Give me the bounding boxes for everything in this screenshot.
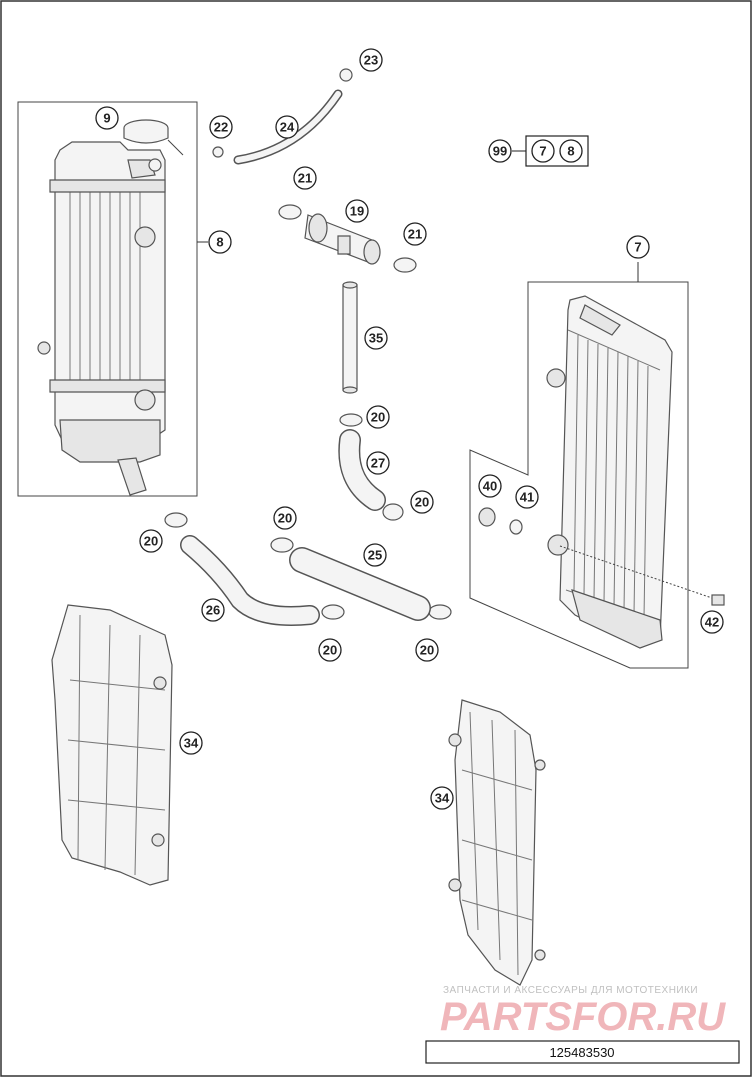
svg-text:20: 20 <box>323 643 337 658</box>
callout-23: 23 <box>359 48 383 72</box>
right-radiator-group-bracket <box>469 281 689 669</box>
svg-text:27: 27 <box>371 456 385 471</box>
callout-41: 41 <box>515 485 539 509</box>
callout-26: 26 <box>201 598 225 622</box>
right-radiator <box>546 295 673 649</box>
svg-text:25: 25 <box>368 548 382 563</box>
callout-22: 22 <box>209 115 233 139</box>
right-radiator-guard <box>448 699 546 986</box>
left-radiator-guard <box>51 604 173 886</box>
svg-text:7: 7 <box>634 240 641 255</box>
breather-fitting <box>339 68 353 82</box>
callout-20: 20 <box>415 638 439 662</box>
svg-text:8: 8 <box>216 235 223 250</box>
svg-text:24: 24 <box>280 120 295 135</box>
callout-21: 21 <box>293 166 317 190</box>
callout-7: 7 <box>531 139 555 163</box>
left-radiator-group-bracket <box>17 101 198 497</box>
radiator-cap <box>123 119 184 156</box>
svg-text:22: 22 <box>214 120 228 135</box>
svg-text:42: 42 <box>705 615 719 630</box>
callout-34: 34 <box>430 786 454 810</box>
callout-8: 8 <box>208 230 232 254</box>
svg-text:41: 41 <box>520 490 534 505</box>
callout-40: 40 <box>478 474 502 498</box>
callout-27: 27 <box>366 451 390 475</box>
svg-text:20: 20 <box>144 534 158 549</box>
drawing-number-box <box>425 1040 740 1064</box>
svg-text:8: 8 <box>567 144 574 159</box>
callout-20: 20 <box>318 638 342 662</box>
screw-axis <box>559 545 713 599</box>
t-connector <box>304 213 381 265</box>
callout-24: 24 <box>275 115 299 139</box>
rubber-grommet <box>478 507 496 527</box>
callout-20: 20 <box>366 405 390 429</box>
callout-9: 9 <box>95 106 119 130</box>
callout-42: 42 <box>700 610 724 634</box>
svg-text:34: 34 <box>184 736 199 751</box>
svg-text:21: 21 <box>298 171 312 186</box>
callout-25: 25 <box>363 543 387 567</box>
callout-34: 34 <box>179 731 203 755</box>
svg-text:26: 26 <box>206 603 220 618</box>
drawing-number: 125483530 <box>549 1045 614 1060</box>
svg-text:20: 20 <box>415 495 429 510</box>
callout-layer: 23 24 22 9 8 99 7 8 21 19 21 7 35 20 27 20 40 41 20 20 25 26 2… <box>95 48 724 810</box>
svg-text:9: 9 <box>103 111 110 126</box>
hose-clamp-22 <box>212 146 224 158</box>
callout-20: 20 <box>273 506 297 530</box>
svg-text:34: 34 <box>435 791 450 806</box>
hose-clamp-21-left <box>278 204 302 220</box>
hose-clamp-20-c <box>164 512 188 528</box>
hose-clamp-20-b <box>382 503 404 521</box>
watermark-brand: PARTSFOR.RU <box>440 995 726 1039</box>
callout-7: 7 <box>626 235 650 259</box>
callout-21: 21 <box>403 222 427 246</box>
hose-clamp-20-a <box>339 413 363 427</box>
svg-text:19: 19 <box>350 204 364 219</box>
svg-text:99: 99 <box>493 144 507 159</box>
metal-tube <box>342 281 358 394</box>
hose-clamp-20-f <box>428 604 452 620</box>
callout-35: 35 <box>364 326 388 350</box>
svg-text:20: 20 <box>420 643 434 658</box>
left-radiator <box>37 141 166 496</box>
callout-19: 19 <box>345 199 369 223</box>
callout-99: 99 <box>488 139 512 163</box>
svg-text:35: 35 <box>369 331 383 346</box>
hose-clamp-20-d <box>270 537 294 553</box>
hose-clamp-20-e <box>321 604 345 620</box>
screw <box>711 594 725 606</box>
svg-text:20: 20 <box>278 511 292 526</box>
callout-8: 8 <box>559 139 583 163</box>
svg-text:21: 21 <box>408 227 422 242</box>
svg-text:7: 7 <box>539 144 546 159</box>
watermark-caption: ЗАПЧАСТИ И АКСЕССУАРЫ ДЛЯ МОТОТЕХНИКИ <box>443 985 698 996</box>
svg-text:40: 40 <box>483 479 497 494</box>
callout-20: 20 <box>410 490 434 514</box>
hose-clamp-21-right <box>393 257 417 273</box>
svg-text:23: 23 <box>364 53 378 68</box>
svg-text:20: 20 <box>371 410 385 425</box>
spacer-bush <box>509 519 523 535</box>
callout-20: 20 <box>139 529 163 553</box>
